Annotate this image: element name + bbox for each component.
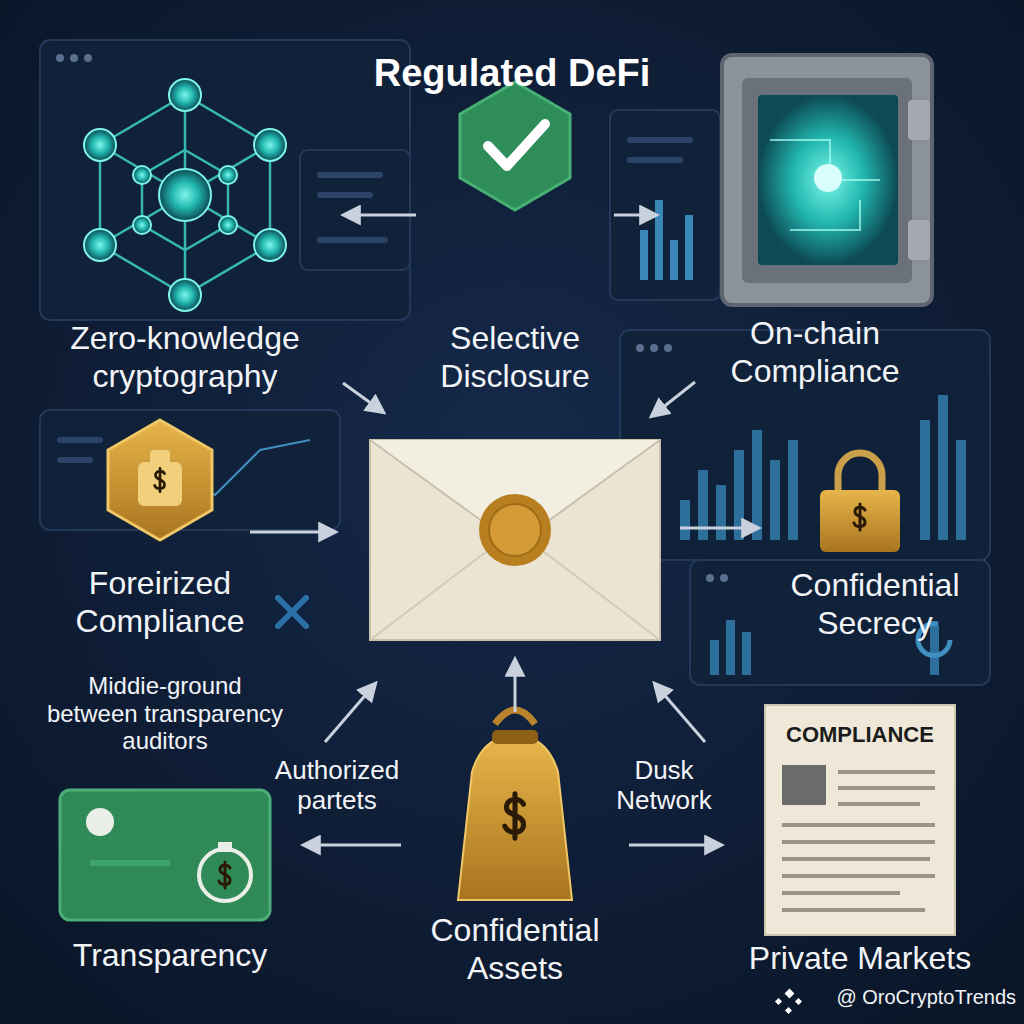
icon-node: Zero-knowledge cryptography <box>30 80 340 400</box>
icon-node: Selective Disclosure <box>420 80 610 400</box>
connector-arrow <box>344 214 416 217</box>
node-label: Zero-knowledge cryptography <box>35 320 335 396</box>
diagram-title: Regulated DeFi <box>212 52 812 95</box>
icon-node: Confidential Secrecy <box>740 455 1010 647</box>
icon-node: Confidential Assets <box>405 690 625 992</box>
node-label: Confidential Assets <box>405 912 625 988</box>
connector-arrow <box>614 214 656 217</box>
node-label: Confidential Secrecy <box>740 567 1010 643</box>
free-note: Authorized partets <box>262 756 412 816</box>
icon-node: Transparency <box>40 785 300 979</box>
node-label: Private Markets <box>725 940 995 978</box>
icon-node: Foreirized Compliance <box>40 415 280 645</box>
node-label: Foreirized Compliance <box>40 565 280 641</box>
node-label: Transparency <box>40 937 300 975</box>
node-label: Selective Disclosure <box>420 320 610 396</box>
node-label: On-chain Compliance <box>690 315 940 391</box>
free-note: Dusk Network <box>598 756 730 816</box>
document-heading: COMPLIANCE <box>770 722 950 748</box>
free-note: Middie-ground between transparency audit… <box>40 672 290 755</box>
watermark: @ OroCryptoTrends <box>770 986 1016 1009</box>
icon-node: On-chain Compliance <box>660 40 970 395</box>
connector-arrow <box>629 844 721 847</box>
connector-arrow <box>304 844 401 847</box>
icon-node: COMPLIANCE Private Markets <box>725 700 995 982</box>
